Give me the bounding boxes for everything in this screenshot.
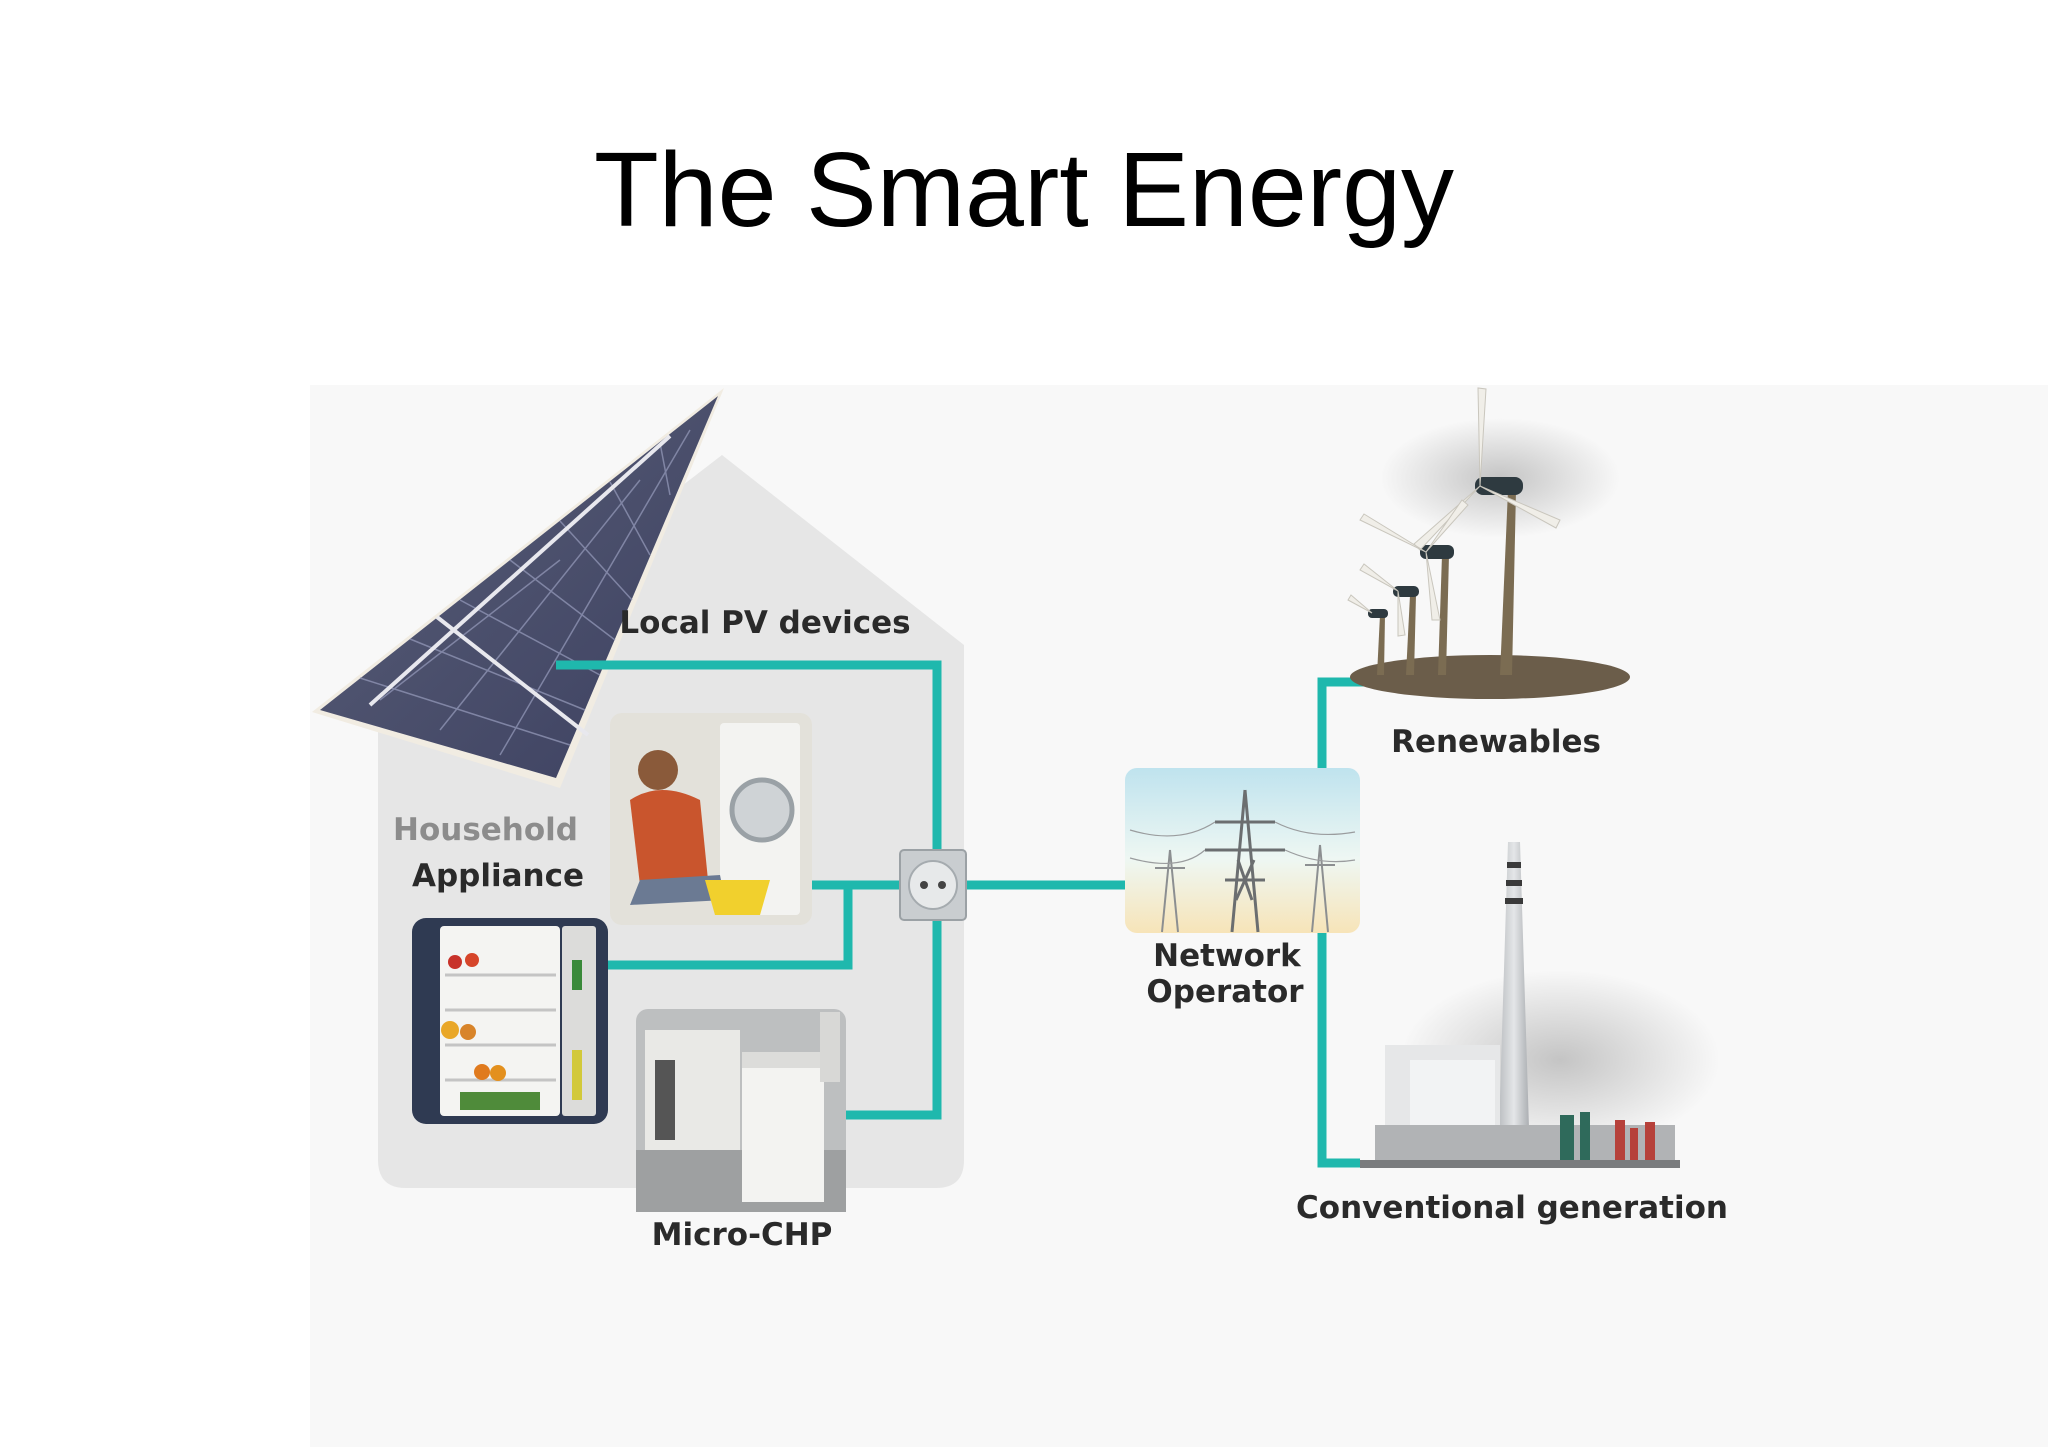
wind-turbines-image (1347, 387, 1630, 699)
local-pv-label: Local PV devices (619, 605, 910, 641)
connector-lines (556, 660, 1375, 1168)
power-plant-image (1360, 842, 1720, 1168)
pv-connector (556, 660, 942, 880)
renewables-label: Renewables (1391, 724, 1601, 760)
wall-socket-icon (899, 849, 967, 921)
washing-machine-image (610, 713, 812, 925)
network-operator-label-line2: Operator (1146, 974, 1304, 1010)
chp-connector (846, 880, 942, 1120)
micro-chp-image (636, 1009, 846, 1212)
network-operator-label-line1: Network (1153, 938, 1302, 974)
conventional-connector (1317, 925, 1360, 1168)
fridge-connector (606, 885, 853, 970)
micro-chp-label: Micro-CHP (652, 1217, 833, 1253)
conventional-generation-label: Conventional generation (1296, 1190, 1728, 1226)
network-operator-image (1125, 768, 1360, 933)
refrigerator-image (412, 918, 608, 1124)
household-label: Household (393, 812, 578, 848)
slide-title: The Smart Energy (593, 131, 1455, 249)
appliance-label: Appliance (412, 858, 584, 894)
